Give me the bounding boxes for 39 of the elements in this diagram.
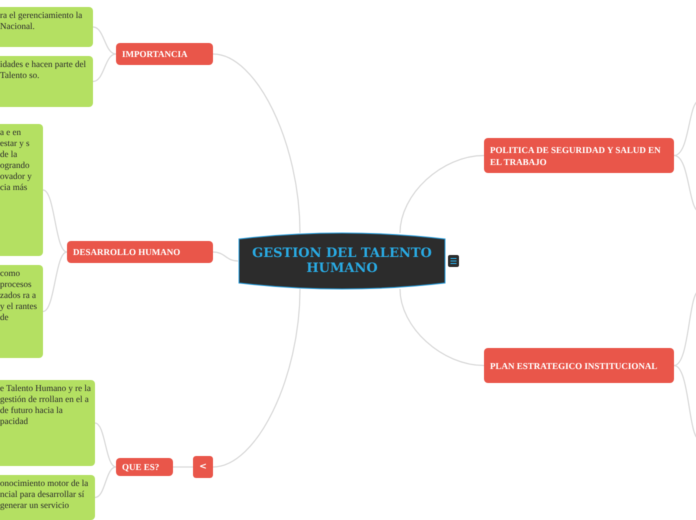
topic-label: POLITICA DE SEGURIDAD Y SALUD EN EL TRABAJO — [490, 144, 662, 168]
note-text: onocimiento motor de la ncial para desarrollar sí generar un servicio — [0, 478, 90, 511]
topic-label: QUE ES? — [122, 461, 160, 473]
note-card — [0, 265, 43, 358]
topic-box — [67, 241, 213, 263]
topic-label: DESARROLLO HUMANO — [73, 246, 180, 258]
note-text: e Talento Humano y re la gestión de rrollan en el a de futuro hacia la pacidad — [0, 383, 92, 427]
connector-line — [674, 99, 696, 156]
connector-line — [92, 26, 116, 55]
connector-line — [212, 288, 301, 468]
connector-line — [173, 466, 193, 468]
note-card — [0, 380, 95, 466]
topic-box — [116, 43, 213, 65]
note-card — [0, 124, 43, 256]
connector-line — [399, 288, 484, 366]
connector-line — [42, 251, 68, 312]
collapse-button: < — [193, 456, 213, 478]
connector-line — [212, 53, 301, 234]
topic-label: PLAN ESTRATEGICO INSTITUCIONAL — [490, 360, 658, 372]
connector-line — [94, 466, 116, 498]
topic-label: IMPORTANCIA — [122, 48, 188, 60]
connector-line — [674, 154, 696, 213]
connector-line — [92, 53, 116, 82]
note-text: idades e hacen parte del Talento so. — [0, 59, 87, 81]
note-card — [0, 56, 93, 107]
note-card — [0, 475, 95, 520]
central-topic — [238, 230, 446, 292]
note-text: ra el gerenciamiento la Nacional. — [0, 10, 84, 32]
topic-label: GESTION DEL TALENTO HUMANO — [251, 246, 433, 276]
note-text: como procesos zados ra a y el rantes de — [0, 268, 38, 323]
topic-box — [484, 348, 674, 383]
connector-line — [42, 189, 68, 253]
connector-line — [94, 422, 116, 468]
topic-box — [484, 138, 674, 173]
topic-box — [116, 458, 173, 476]
connector-line — [212, 251, 238, 262]
connector-line — [399, 154, 484, 234]
note-card — [0, 7, 93, 47]
note-text: a e en estar y s de la ogrando ovador y cia más — [0, 127, 33, 193]
